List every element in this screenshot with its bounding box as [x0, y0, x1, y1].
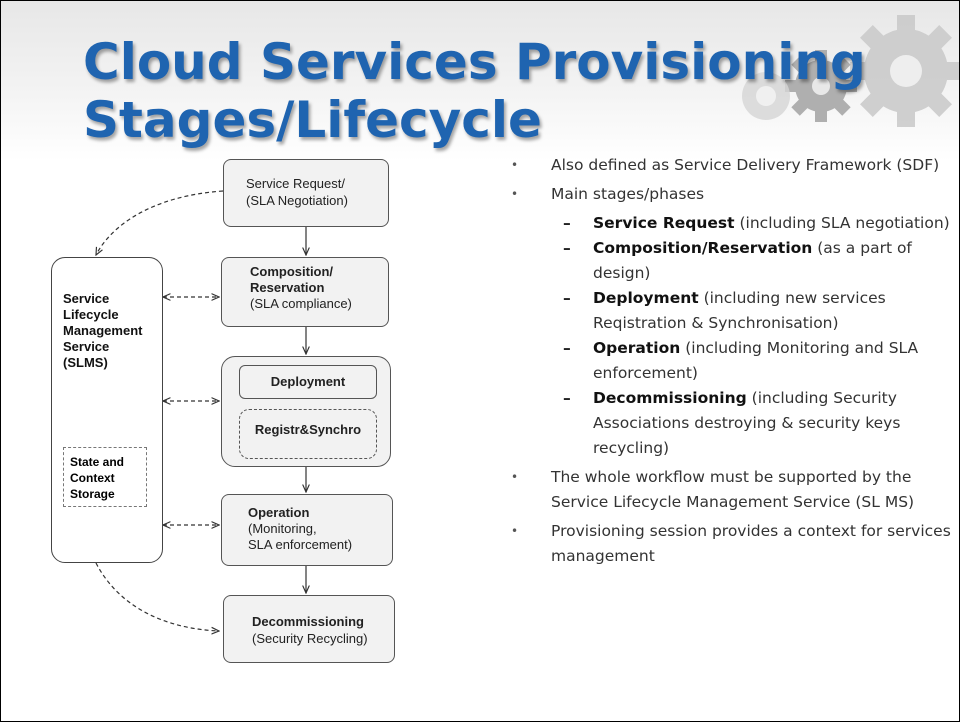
sub-bullet-bold: Composition/Reservation [593, 239, 813, 257]
arrow-request-to-slms [96, 190, 224, 255]
slms-label-line: Lifecycle [63, 307, 119, 322]
state-context-storage: State and Context Storage [63, 447, 147, 507]
bullet-item: Also defined as Service Delivery Framewo… [511, 153, 951, 178]
sub-bullet-text: (including SLA negotiation) [734, 214, 950, 232]
title-line-2: Stages/Lifecycle [83, 91, 542, 149]
service-request-title: Service Request/ [246, 176, 345, 191]
slide-title: Cloud Services Provisioning Stages/Lifec… [83, 33, 866, 149]
composition-box: Composition/ Reservation (SLA compliance… [221, 257, 389, 327]
operation-title: Operation [248, 505, 310, 520]
sub-bullet-text: (as a part of design) [593, 239, 912, 282]
slms-label-line: Service [63, 291, 110, 306]
operation-box: Operation (Monitoring, SLA enforcement) [221, 494, 393, 566]
composition-title: Composition/ [250, 264, 334, 279]
sub-bullet-item: Deployment (including new services Reqis… [511, 286, 951, 336]
bullet-list: Also defined as Service Delivery Framewo… [511, 153, 951, 573]
slms-label-line: (SLMS) [63, 355, 108, 370]
sub-bullet-bold: Decommissioning [593, 389, 747, 407]
service-request-sub: (SLA Negotiation) [246, 193, 348, 208]
bullet-item: Main stages/phases [511, 182, 951, 207]
gears-icon [742, 15, 959, 127]
operation-sub-1: (Monitoring, [248, 521, 317, 536]
decommissioning-title: Decommissioning [252, 614, 364, 629]
sub-bullet-bold: Operation [593, 339, 681, 357]
deployment-box: Deployment [239, 365, 377, 399]
registr-synchro-label: Registr&Synchro [254, 422, 362, 437]
sub-bullet-item: Service Request (including SLA negotiati… [511, 211, 951, 236]
title-line-1: Cloud Services Provisioning [83, 33, 866, 91]
sub-bullet-text: (including Security Associations destroy… [593, 389, 901, 457]
deployment-label: Deployment [270, 374, 346, 389]
reservation-title: Reservation [250, 280, 325, 295]
slms-label-line: Service [63, 339, 110, 354]
decommissioning-box: Decommissioning (Security Recycling) [223, 595, 395, 663]
state-line: Context [70, 471, 115, 485]
state-line: State and [70, 455, 125, 469]
sub-bullet-item: Operation (including Monitoring and SLA … [511, 336, 951, 386]
registr-synchro-box: Registr&Synchro [239, 409, 377, 459]
sub-bullet-bold: Service Request [593, 214, 735, 232]
slms-label: Service Lifecycle Management Service (SL… [63, 291, 163, 371]
service-request-box: Service Request/ (SLA Negotiation) [223, 159, 389, 227]
sub-bullet-bold: Deployment [593, 289, 699, 307]
sub-bullet-item: Decommissioning (including Security Asso… [511, 386, 951, 461]
sub-bullet-item: Composition/Reservation (as a part of de… [511, 236, 951, 286]
composition-sub: (SLA compliance) [250, 296, 352, 311]
decommissioning-sub: (Security Recycling) [252, 631, 368, 646]
sub-bullet-text: (including Monitoring and SLA enforcemen… [593, 339, 919, 382]
state-line: Storage [70, 487, 115, 501]
bullet-item: The whole workflow must be supported by … [511, 465, 951, 515]
arrow-slms-to-decommissioning [95, 562, 219, 631]
slms-box [51, 257, 163, 563]
bullet-item: Provisioning session provides a context … [511, 519, 951, 569]
slms-label-line: Management [63, 323, 143, 338]
operation-sub-2: SLA enforcement) [248, 537, 353, 552]
sub-bullet-text: (including new services Reqistration & S… [593, 289, 886, 332]
